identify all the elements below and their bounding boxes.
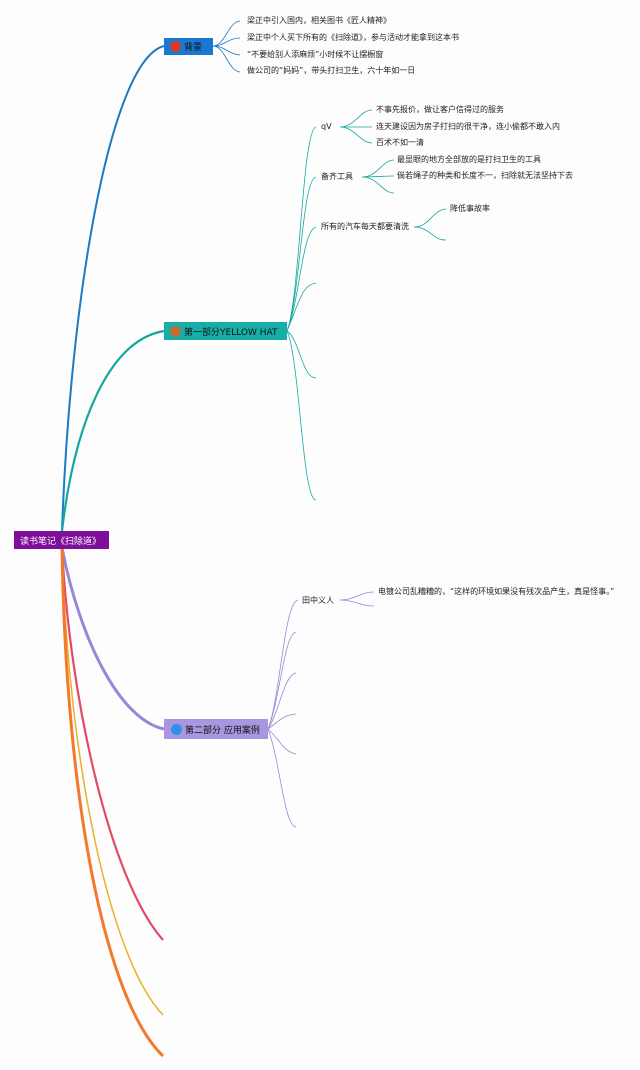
subtopic-item[interactable]: 电镀公司乱糟糟的，“这样的环境如果没有残次品产生，真是怪事。” — [378, 587, 615, 596]
subtopic-item[interactable]: 倘若绳子的种类和长度不一，扫除就无法坚持下去 — [397, 171, 573, 180]
branch-line-cases — [60, 547, 165, 731]
branch-label-cases: 第二部分 应用案例 — [185, 725, 260, 736]
yellow-hat-sub-lines — [286, 109, 447, 501]
topic-icon — [170, 325, 181, 337]
cases-sub-lines — [267, 591, 375, 828]
subtopic-item[interactable]: 降低事故率 — [450, 204, 490, 213]
branch-node-yellow-hat[interactable]: 第一部分YELLOW HAT — [164, 322, 287, 340]
globe-icon — [171, 723, 182, 735]
subtopic-qv[interactable]: qV — [321, 122, 332, 131]
branch-line-background — [61, 45, 165, 532]
subtopic-item[interactable]: 不事先报价，做让客户信得过的服务 — [376, 105, 504, 114]
background-item[interactable]: 梁正中引入国内，相关图书《匠人精神》 — [247, 16, 391, 25]
subtopic-tanaka[interactable]: 田中义人 — [302, 596, 334, 605]
branch-label-background: 背景 — [184, 43, 203, 53]
branch-line-collapsed-1 — [60, 547, 164, 941]
topic-icon — [170, 41, 181, 52]
branch-line-collapsed-3 — [60, 547, 165, 1058]
background-item[interactable]: 做公司的“妈妈”，带头打扫卫生，六十年如一日 — [247, 66, 416, 75]
background-sub-lines — [212, 20, 241, 73]
subtopic-tools[interactable]: 备齐工具 — [321, 172, 353, 181]
branch-node-background[interactable]: 背景 — [164, 38, 213, 55]
subtopic-car-wash[interactable]: 所有的汽车每天都要清洗 — [321, 222, 409, 231]
background-item[interactable]: “不要给别人添麻烦”小时候不让摆橱窗 — [247, 50, 384, 59]
branch-label-yellow-hat: 第一部分YELLOW HAT — [184, 327, 278, 338]
subtopic-item[interactable]: 连天建设因为房子打扫的很干净，连小偷都不敢入内 — [376, 122, 560, 131]
branch-line-yellow-hat — [60, 329, 165, 532]
subtopic-item[interactable]: 最显眼的地方全部放的是打扫卫生的工具 — [397, 155, 541, 164]
branch-line-collapsed-2 — [61, 547, 164, 1016]
root-label: 读书笔记《扫除道》 — [20, 536, 102, 547]
branch-node-cases[interactable]: 第二部分 应用案例 — [164, 719, 268, 739]
root-node[interactable]: 读书笔记《扫除道》 — [14, 531, 109, 549]
subtopic-item[interactable]: 百术不如一清 — [376, 138, 424, 147]
background-item[interactable]: 梁正中个人买下所有的《扫除道》，参与活动才能拿到这本书 — [247, 33, 459, 42]
